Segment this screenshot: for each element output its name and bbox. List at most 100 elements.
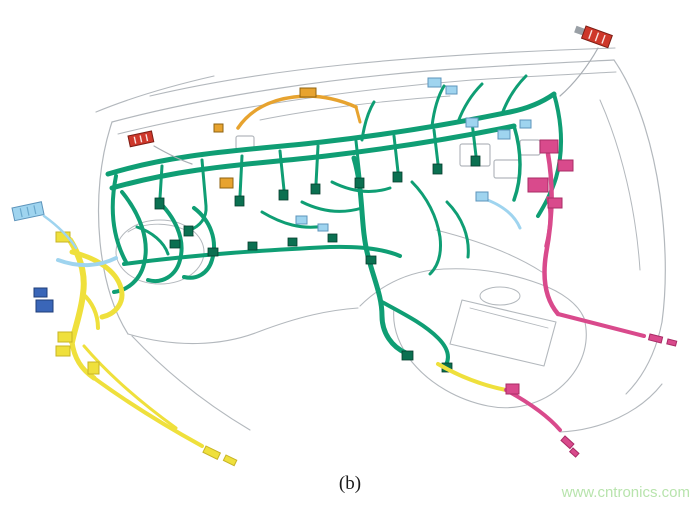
pink-connector — [539, 139, 559, 154]
green-console-branch — [380, 300, 450, 367]
green-connector-tip — [234, 195, 245, 207]
cup-holder — [479, 286, 521, 306]
yellow-console-segment — [436, 362, 508, 392]
orange-connector — [299, 87, 317, 98]
blue-lead-wire — [42, 214, 78, 250]
red-connector-lead-left — [153, 145, 193, 165]
figure-caption: (b) — [339, 473, 361, 494]
cowl-connector-red-right — [574, 25, 613, 49]
connector-tail — [574, 25, 585, 36]
right-door-lower — [625, 321, 663, 395]
yellow-dash-end — [202, 445, 222, 460]
green-connector-tip — [365, 255, 377, 265]
green-connector-tip — [154, 197, 165, 210]
floor-harness-pink — [504, 139, 678, 458]
green-right-branch — [512, 124, 522, 202]
connector-stripe — [594, 32, 600, 42]
left-sill-line — [131, 335, 251, 431]
green-squiggle — [445, 200, 470, 259]
antenna-connector-blue-left — [11, 201, 45, 222]
car-body-outline — [95, 47, 666, 433]
pink-dash — [560, 435, 575, 450]
connector-stripe — [588, 30, 593, 39]
green-drop — [158, 164, 164, 200]
windshield-base-line — [149, 47, 616, 97]
pink-dash — [666, 338, 678, 347]
orange-wire-drop — [354, 105, 362, 124]
green-connector-tip — [401, 350, 414, 361]
red-connectors — [127, 25, 613, 165]
connector-stripe — [26, 206, 30, 216]
yellow-branch — [81, 292, 100, 330]
green-drop — [278, 149, 286, 192]
dark-blue-connector — [33, 287, 48, 298]
pink-connector — [557, 159, 574, 172]
steering-wheel-outline — [115, 219, 205, 285]
right-a-pillar — [613, 59, 666, 323]
green-lower-run — [122, 244, 402, 266]
yellow-dash-end — [222, 454, 238, 467]
green-connector-tip — [169, 239, 181, 249]
connector-stripe — [601, 34, 606, 44]
floor-harness-yellow — [55, 231, 508, 467]
green-left-riser — [110, 174, 128, 264]
blue-connector — [427, 77, 442, 88]
yellow-connector — [57, 331, 73, 343]
pink-dash-end — [560, 435, 575, 450]
yellow-dash — [202, 445, 222, 460]
orange-wire — [213, 87, 362, 189]
red-connector-lead-right — [559, 47, 599, 97]
pink-dash — [647, 333, 664, 344]
yellow-floor-diagonal — [92, 376, 204, 448]
relay-box — [519, 139, 541, 156]
blue-connector — [465, 117, 479, 128]
green-drop — [238, 154, 244, 198]
green-connector-tip — [207, 247, 219, 257]
blue-connector — [445, 85, 458, 95]
dark-blue-connector — [35, 299, 54, 313]
green-branch-up — [360, 100, 376, 142]
green-left-loop — [135, 225, 170, 256]
blue-connector — [475, 191, 489, 202]
relay-box — [493, 159, 521, 179]
watermark: www.cntronics.com — [561, 484, 690, 501]
connector-stripe — [19, 208, 23, 218]
blue-connector — [519, 119, 532, 129]
green-connector-tip — [327, 233, 338, 243]
green-connector-tip — [432, 163, 443, 175]
pink-dash-end — [568, 447, 580, 458]
pink-sill-diagonal — [556, 312, 646, 338]
blue-wire-right — [480, 196, 522, 230]
green-squiggle — [300, 200, 364, 213]
green-left-loop — [182, 206, 216, 280]
green-squiggle — [260, 210, 326, 229]
cowl-connector-red-left — [127, 130, 155, 148]
green-connector-tip — [310, 183, 321, 195]
pink-connector — [505, 383, 520, 395]
connector-stripe — [33, 205, 37, 215]
blue-connector — [317, 223, 329, 232]
green-drop — [470, 120, 478, 158]
yellow-down-bend — [69, 339, 97, 381]
console-top — [359, 268, 585, 319]
orange-wire-run — [236, 94, 358, 130]
green-branch-up — [430, 84, 446, 128]
blue-connector — [497, 129, 511, 140]
pink-descender — [542, 151, 561, 317]
green-trunk-lower — [109, 123, 517, 191]
green-connector-tip — [183, 225, 194, 237]
green-left-loop — [112, 190, 148, 294]
blue-connector — [295, 215, 308, 225]
green-left-loop — [146, 198, 184, 283]
green-connector-tip — [354, 177, 365, 189]
green-center-descender — [351, 155, 409, 356]
pink-dash-end — [647, 333, 664, 344]
green-connector-tip — [287, 237, 298, 247]
right-door-inner-line — [599, 99, 641, 271]
pink-floor-branch — [504, 388, 562, 432]
blue-connectors — [11, 77, 532, 313]
green-branch-up — [500, 74, 528, 116]
green-squiggle — [410, 180, 442, 276]
green-right-descender — [536, 92, 564, 218]
